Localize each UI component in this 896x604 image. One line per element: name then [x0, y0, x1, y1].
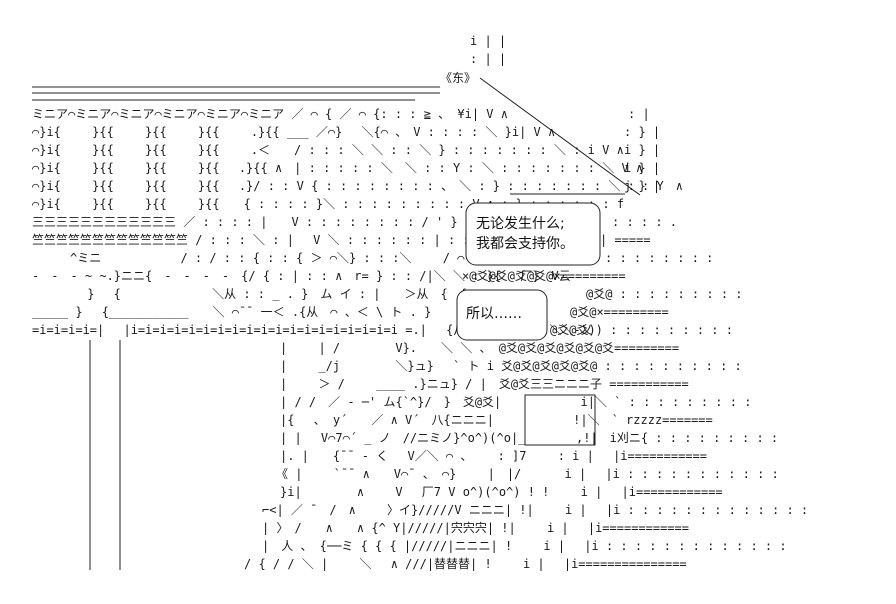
sign-box — [524, 394, 596, 446]
step-row: : : : : : : : : — [605, 251, 713, 265]
roof-tile-row: ミニア⌒ミニア⌒ミニア⌒ミニア⌒ミニア⌒ミニア ／ ⌒ { ／ ⌒ {: : :… — [32, 107, 508, 121]
figure-line: | | V⌒7⌒´ _ ノ //ニミノ}^o^)(^o|________,!| … — [280, 431, 778, 445]
edge-mark: i } | — [624, 161, 660, 175]
hanging-pole: i | | — [470, 34, 506, 48]
shelf-row: _____ } {___________ ＼ ⌒¯¯ 一＜ .{从 ⌒ 、＜ \… — [32, 305, 431, 319]
right-steps: : : : : . | ===== : : : : : : : : ×@爻@爻@… — [462, 215, 743, 337]
charm-row: @爻@ : : : : : : : : : — [586, 287, 743, 301]
building-pillars — [89, 340, 121, 570]
edge-mark: : } | — [624, 125, 660, 139]
speech-bubble-1: 无论发生什么; 我都会支持你。 — [465, 202, 601, 266]
speech-bubble-2: 所以…… — [456, 289, 548, 341]
figure-line: | 人 、 {──ミ { { { |/////|ニニニ| ! i | |i : … — [262, 539, 787, 553]
lintel-row: 竺竺竺竺竺竺竺竺竺竺竺竺竺 / : : : ＼ : | V ＼ : : : : … — [32, 232, 523, 247]
figure-line: 《 | `¯¯ ∧ V⌒¯ 、 ⌒} | |/ i | |i : : : : :… — [276, 467, 779, 481]
figure-line: }i| ∧ V 厂7 V o^)(^o^) ! ! i | |i========… — [280, 485, 723, 499]
step-row: : : : : . — [612, 215, 677, 229]
charm-row: @爻@爻)) : : : : : : : : : — [550, 323, 733, 337]
figure-line: | ＞ / ____ .}ニュ} / | 爻@爻三三ニニニ子 =========… — [280, 377, 689, 391]
roof-eaves — [32, 77, 641, 196]
figure-line: | 〉 / ∧ ∧ {^ Y|/////|宍宍宍| !| i | |i=====… — [262, 520, 689, 535]
shelf-row: ^ミニ / : / : : { : : { ＞ ⌒＼} : : :＼ / ⌒ }… — [70, 251, 529, 265]
bubble-1-line-1: 无论发生什么; — [476, 216, 565, 232]
roof-tiles: ミニア⌒ミニア⌒ミニア⌒ミニア⌒ミニア⌒ミニア ／ ⌒ { ／ ⌒ {: : :… — [32, 107, 683, 211]
hanging-pole-lower: : | | — [470, 52, 506, 66]
roof-sign: 《东》 — [440, 71, 476, 85]
charm-row: @爻@×========= — [570, 305, 669, 319]
step-row: | ===== — [600, 233, 651, 247]
charm-row: ×@爻@爻@爻@爻@×========= — [462, 269, 626, 283]
edge-mark: i } | — [624, 143, 660, 157]
roof-right-edge: : | : } | i } | i } | j } | — [510, 107, 660, 195]
figure-body: | | / V}. ＼ ＼ 、 @爻@爻@爻@爻@爻@爻========= | … — [244, 341, 808, 571]
figure-line: | / / ／ ‐ ─' ム{`^}/ } 爻@爻| i|＼ ` : : : :… — [280, 395, 751, 409]
shelf-row: =i=i=i=i=| |i=i=i=i=i=i=i=i=i=i=i=i=i=i=… — [32, 323, 593, 337]
figure-line: |. | {¯¯ ‐ く V／＼ ⌒ 、 : ]7 : i | |i======… — [280, 449, 707, 463]
bubble-2-text: 所以…… — [466, 306, 522, 322]
figure-line: | | / V}. ＼ ＼ 、 @爻@爻@爻@爻@爻@爻========= — [280, 341, 679, 355]
shelf-row: - - - ~ ~.}ニニ{ - - - - {/ { : | : : ∧ r=… — [32, 269, 571, 283]
roof-pillar-row: ⌒}i{ }{{ }{{ }{{ .}{{ ___ ／⌒} ＼{⌒ 、 V : … — [32, 125, 555, 139]
figure-line: / { / / ＼ | ＼ ∧ ///|替替替| ! i | |i=======… — [244, 557, 687, 571]
figure-line: |{ 、 y´ ／ ∧ V´ 八{ニニニ| !|＼ ` rzzzz======= — [280, 413, 713, 427]
roof-pillar-row: ⌒}i{ }{{ }{{ }{{ .}{{ ∧ | : : : : : ＼ ＼ … — [32, 161, 643, 175]
edge-mark: : | — [628, 107, 650, 121]
figure-line: ⌐<| ／ ¯ / ∧ 〉イ}/////V ニニニ| !| i | |i : :… — [262, 503, 808, 517]
shelf-row: } { ＼从 : : _ . } ム イ : | ＞从 { { — [32, 287, 467, 301]
figure-line: | _/j ＼}ュ} ` ト i 爻@爻@爻@爻@爻@ : : : : : : … — [280, 359, 742, 373]
lintel-row: 三三三三三三三三三三三三 ／ : : : : | V : : : : : : :… — [32, 215, 542, 229]
bubble-1-line-2: 我都会支持你。 — [476, 236, 574, 252]
roof-pillar-row: ⌒}i{ }{{ }{{ }{{ .}/ : : V { : : : : : :… — [32, 179, 683, 193]
roof-pillar-row: ⌒}i{ }{{ }{{ }{{ .＜ / : : : ＼ ＼ : : ＼ } … — [32, 143, 624, 157]
edge-mark: j } | — [624, 179, 660, 193]
